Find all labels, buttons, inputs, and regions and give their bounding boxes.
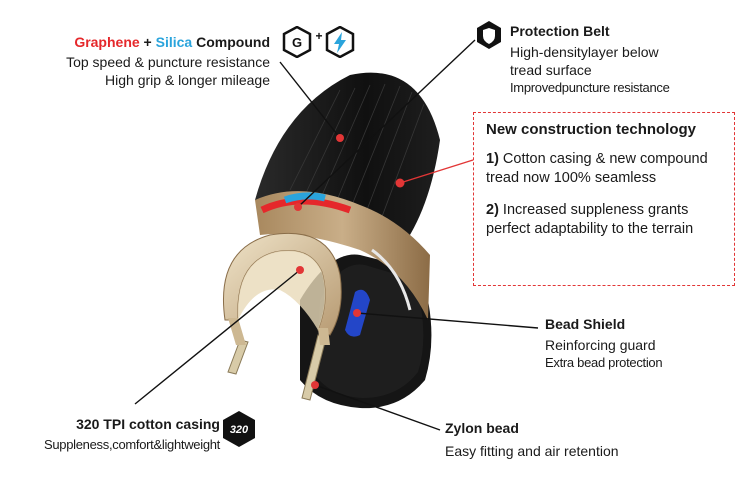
bead-wire-left [227, 339, 249, 375]
graphene-icon: G [282, 25, 312, 59]
compound-label: Compound [192, 34, 270, 50]
sidewall-white-edge [371, 248, 412, 311]
silica-lightning-icon [325, 25, 355, 59]
protection-belt-line-1: High-densitylayer below [510, 44, 659, 60]
shield-badge-icon [476, 20, 502, 55]
svg-text:320: 320 [230, 424, 249, 436]
compound-blue-band [283, 192, 326, 204]
compound-red-band [260, 197, 352, 214]
compound-icons: G + [282, 25, 356, 59]
tpi-320-badge-icon: 320 [222, 410, 256, 453]
cotton-casing-title: 320 TPI cotton casing [76, 416, 220, 432]
leader-zylon [314, 384, 441, 431]
protection-belt-callout: Protection Belt High-densitylayer below … [510, 22, 730, 97]
new-construction-item-2: 2) Increased suppleness grants perfect a… [486, 202, 694, 237]
marker-bead-shield [353, 309, 361, 317]
marker-cotton [296, 266, 304, 274]
cotton-casing-layer [255, 191, 430, 320]
bead-shield-line-1: Reinforcing guard [545, 337, 656, 353]
svg-text:G: G [292, 35, 302, 50]
zylon-bead-title: Zylon bead [445, 420, 519, 436]
compound-line-2: High grip & longer mileage [105, 72, 270, 88]
protection-belt-line-3: Improvedpuncture resistance [510, 80, 670, 95]
compound-line-1: Top speed & puncture resistance [66, 54, 270, 70]
leader-compound [279, 61, 341, 139]
icon-plus: + [315, 29, 322, 43]
zylon-bead-line-1: Easy fitting and air retention [445, 443, 619, 459]
protection-belt-line-2: tread surface [510, 62, 592, 78]
marker-new-tech [395, 178, 405, 188]
tread-texture-lines [289, 83, 425, 223]
marker-belt [294, 203, 302, 211]
compound-title: Graphene + Silica Compound [0, 33, 270, 51]
graphene-label: Graphene [74, 34, 140, 50]
new-construction-item-1: 1) Cotton casing & new compound tread no… [486, 151, 708, 186]
marker-compound [336, 134, 344, 142]
bead-shield-callout: Bead Shield Reinforcing guard Extra bead… [545, 315, 735, 372]
bead-shield-title: Bead Shield [545, 316, 626, 332]
new-construction-title: New construction technology [486, 121, 697, 138]
cotton-casing-line-1: Suppleness,comfort&lightweight [44, 437, 220, 452]
marker-zylon [311, 381, 319, 389]
leader-bead-shield [356, 312, 539, 329]
zylon-bead-callout: Zylon bead Easy fitting and air retentio… [445, 419, 735, 460]
leader-cotton [134, 269, 301, 405]
cotton-casing-callout: 320 TPI cotton casing Suppleness,comfort… [10, 415, 220, 454]
compound-callout: Graphene + Silica Compound Top speed & p… [0, 33, 270, 89]
bead-shield-line-2: Extra bead protection [545, 355, 663, 370]
plus-sign: + [139, 34, 156, 50]
sidewall-texture [315, 264, 424, 398]
leader-belt [297, 39, 476, 208]
new-construction-box: New construction technology 1) Cotton ca… [473, 112, 735, 286]
silica-label: Silica [155, 34, 193, 50]
protection-belt-title: Protection Belt [510, 23, 610, 39]
leader-new-tech [399, 159, 474, 184]
bead-leg-right [318, 328, 330, 345]
